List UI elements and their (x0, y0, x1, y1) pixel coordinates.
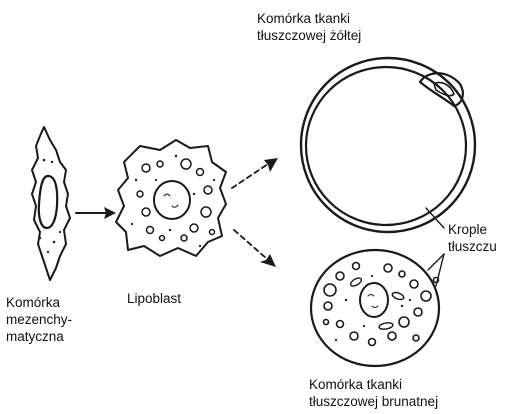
brown-fat-droplets (324, 263, 439, 346)
arrow-to-lipoblast (76, 207, 116, 219)
mesenchymal-cell (32, 127, 70, 280)
brown-fat-label-line2: tłuszczowej brunatnej (309, 393, 438, 410)
mesenchymal-label-line2: mezenchy- (6, 311, 72, 328)
brown-fat-nucleus (360, 283, 388, 317)
brown-fat-label-line1: Komórka tkanki (309, 376, 438, 393)
brown-fat-cell-label: Komórka tkanki tłuszczowej brunatnej (309, 376, 438, 410)
lipoblast-label-text: Lipoblast (127, 290, 181, 307)
mesenchymal-cell-label: Komórka mezenchy- matyczna (6, 294, 72, 345)
droplets-label-line2: tłuszczu (448, 238, 497, 255)
mesenchymal-nucleus (39, 176, 57, 228)
brown-fat-cell (311, 250, 439, 366)
lipoblast-cell (116, 140, 226, 256)
white-fat-cell (301, 58, 475, 232)
arrow-to-white-fat (232, 158, 278, 188)
lipoblast-label: Lipoblast (127, 290, 181, 307)
fat-droplets-label: Krople tłuszczu (448, 221, 497, 255)
white-fat-label-line2: tłuszczowej żółtej (257, 27, 361, 44)
brown-fat-granules (335, 275, 411, 341)
droplets-label-line1: Krople (448, 221, 497, 238)
mesenchymal-label-line3: matyczna (6, 328, 72, 345)
lipoblast-nucleus (154, 181, 190, 219)
brown-fat-mitochondria (349, 276, 404, 330)
arrow-to-brown-fat (234, 230, 276, 267)
droplet-pointer-lines (426, 208, 444, 286)
white-fat-label-line1: Komórka tkanki (257, 10, 361, 27)
mesenchymal-label-line1: Komórka (6, 294, 72, 311)
white-fat-cell-label: Komórka tkanki tłuszczowej żółtej (257, 10, 361, 44)
lipoblast-droplets (137, 159, 215, 241)
